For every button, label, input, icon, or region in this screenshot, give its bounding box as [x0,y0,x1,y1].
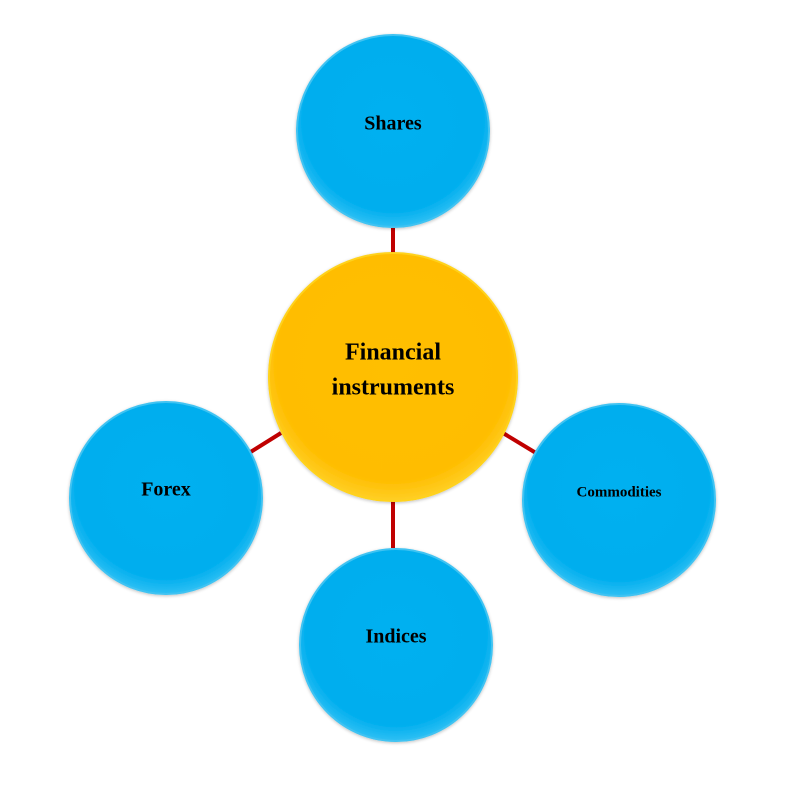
center-label-line2: instruments [332,375,455,401]
node-indices-label: Indices [365,626,426,648]
node-indices[interactable]: Indices [299,548,493,742]
node-forex[interactable]: Forex [69,401,263,595]
center-label-line1: Financial [345,340,441,366]
node-shares-label: Shares [364,113,422,135]
node-shares[interactable]: Shares [296,34,490,228]
node-indices-circle [299,548,493,742]
node-center-financial-instruments[interactable]: Financial instruments [268,252,518,502]
center-circle [268,252,518,502]
node-forex-circle [69,401,263,595]
node-commodities-label: Commodities [577,484,662,500]
node-forex-label: Forex [141,479,191,501]
node-commodities[interactable]: Commodities [522,403,716,597]
connector-commodities [501,431,538,455]
node-commodities-circle [522,403,716,597]
connector-forex [247,431,283,455]
node-shares-circle [296,34,490,228]
